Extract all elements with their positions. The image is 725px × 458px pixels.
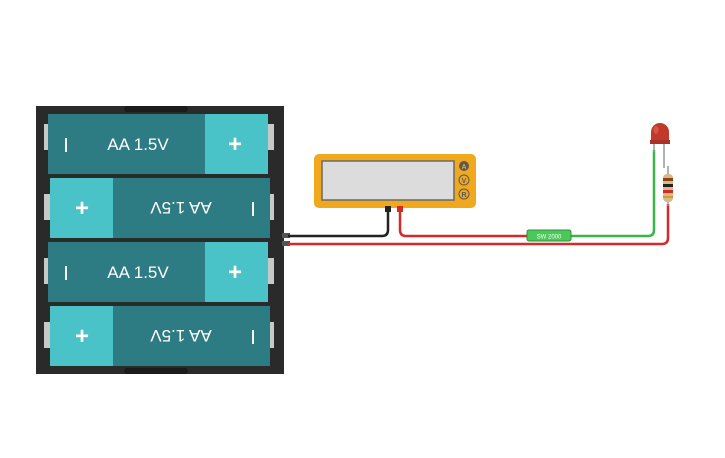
battery-label: AA 1.5V [107, 263, 169, 282]
battery-minus-label: I [250, 199, 256, 221]
resistor[interactable] [663, 166, 673, 206]
multimeter-mode-r-button[interactable]: R [458, 188, 470, 200]
battery-minus-label: I [250, 327, 256, 349]
multimeter-mode-v-label: V [462, 178, 467, 185]
battery-label: AA 1.5V [150, 198, 212, 217]
multimeter-mode-a-button[interactable]: A [459, 161, 469, 171]
wire-red-meter-to-switch[interactable] [398, 210, 528, 238]
battery-terminal-negative[interactable] [282, 233, 290, 238]
battery-minus-label: I [63, 263, 69, 285]
wire-black[interactable] [288, 210, 390, 238]
multimeter-mode-a-label: A [461, 164, 466, 171]
switch[interactable]: SW 2000 [526, 229, 572, 242]
multimeter[interactable]: A V R [314, 154, 476, 212]
switch-label: SW 2000 [537, 235, 562, 241]
battery-cell-4[interactable]: + AA 1.5V I [44, 306, 274, 366]
multimeter-probe-black[interactable] [385, 206, 391, 212]
battery-label: AA 1.5V [150, 326, 212, 345]
battery-cell-3[interactable]: I AA 1.5V + [44, 242, 274, 302]
battery-minus-label: I [63, 135, 69, 157]
wire-green-switch-to-led[interactable] [570, 150, 656, 238]
battery-plus-label: + [75, 323, 89, 350]
battery-plus-label: + [228, 259, 242, 286]
battery-cell-2[interactable]: + AA 1.5V I [44, 178, 274, 238]
led[interactable] [650, 123, 670, 168]
multimeter-mode-r-label: R [461, 192, 466, 199]
battery-plus-label: + [228, 131, 242, 158]
battery-plus-label: + [75, 195, 89, 222]
battery-cell-1[interactable]: I AA 1.5V + [44, 114, 274, 174]
battery-holder[interactable]: I AA 1.5V + + AA 1.5V I I AA 1.5V + [36, 106, 290, 374]
multimeter-mode-v-button[interactable]: V [458, 174, 470, 186]
multimeter-display [321, 160, 455, 201]
battery-terminal-positive[interactable] [282, 241, 290, 246]
wire-red-battery-to-resistor[interactable] [288, 204, 670, 246]
multimeter-probe-red[interactable] [397, 206, 403, 212]
battery-label: AA 1.5V [107, 135, 169, 154]
